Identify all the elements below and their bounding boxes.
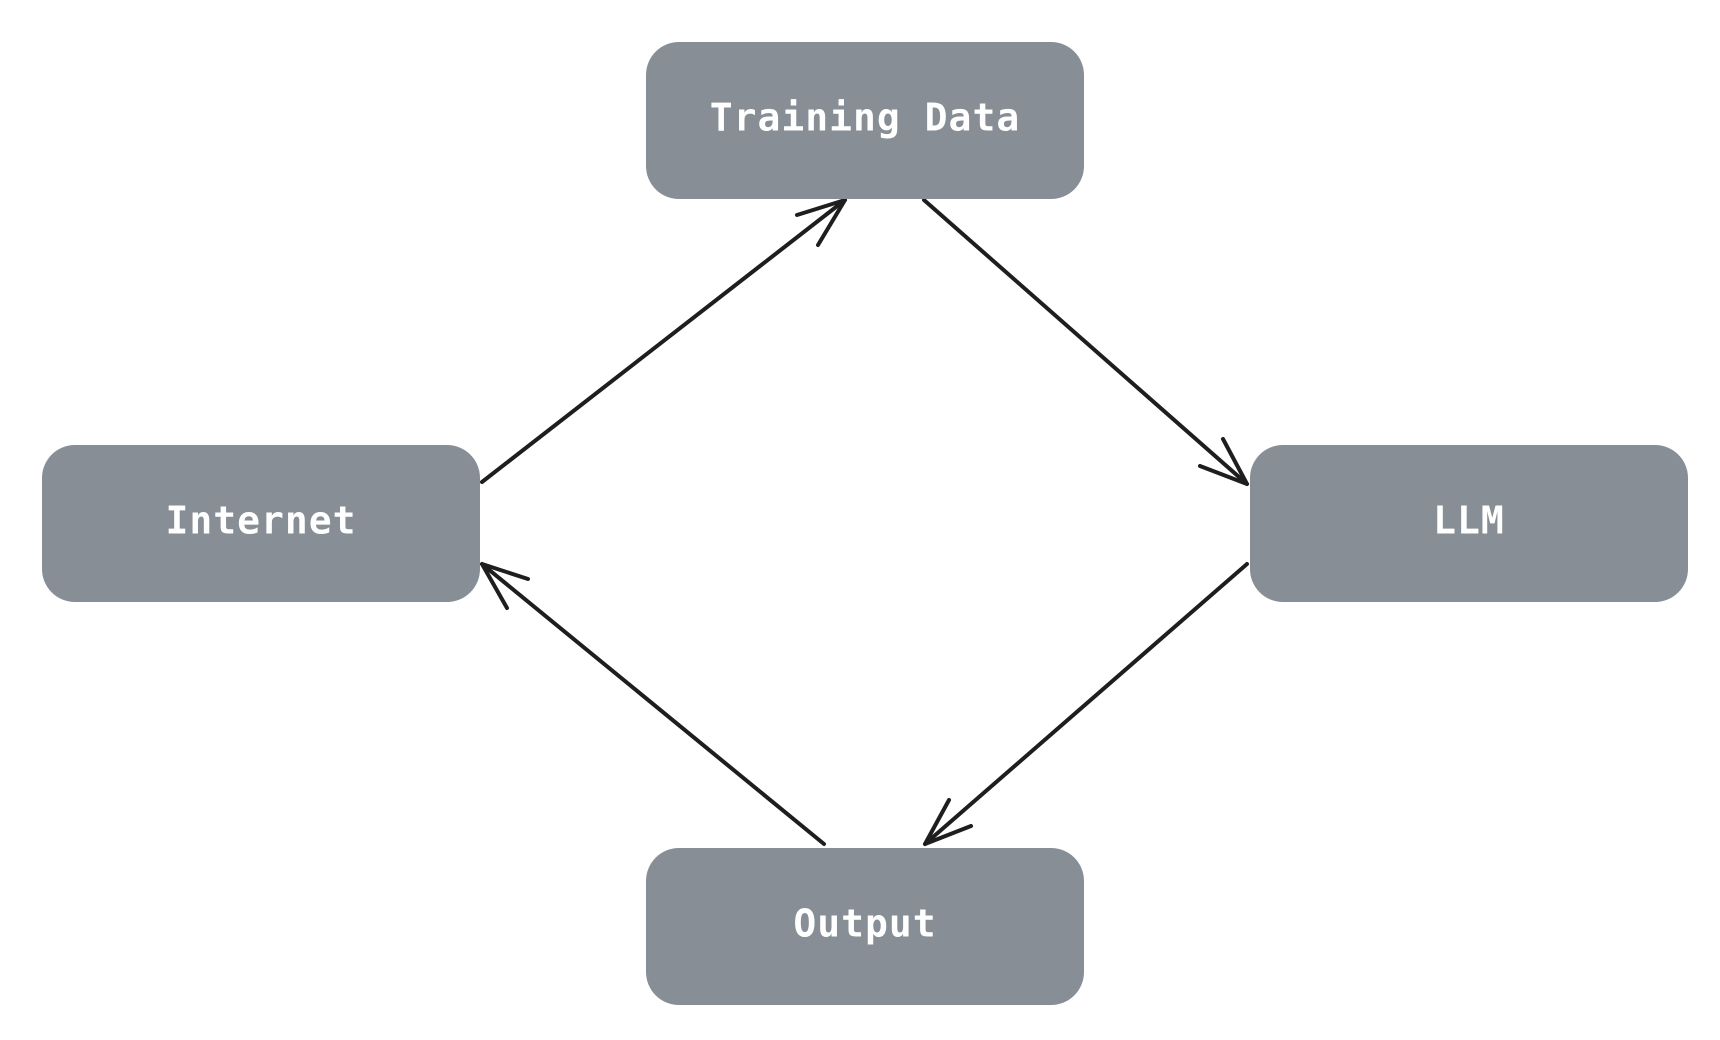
node-label-training-data: Training Data [710,96,1020,140]
node-training-data[interactable]: Training Data [646,42,1084,199]
node-label-internet: Internet [165,499,356,543]
node-output[interactable]: Output [646,848,1084,1005]
node-llm[interactable]: LLM [1250,445,1688,602]
node-label-output: Output [793,902,936,946]
edge-llm-to-output [923,562,1249,846]
edge-internet-to-training-data [480,198,847,484]
node-label-llm: LLM [1433,499,1505,543]
node-internet[interactable]: Internet [42,445,480,602]
edge-training-data-to-llm [922,198,1249,486]
edge-output-to-internet [480,562,826,846]
